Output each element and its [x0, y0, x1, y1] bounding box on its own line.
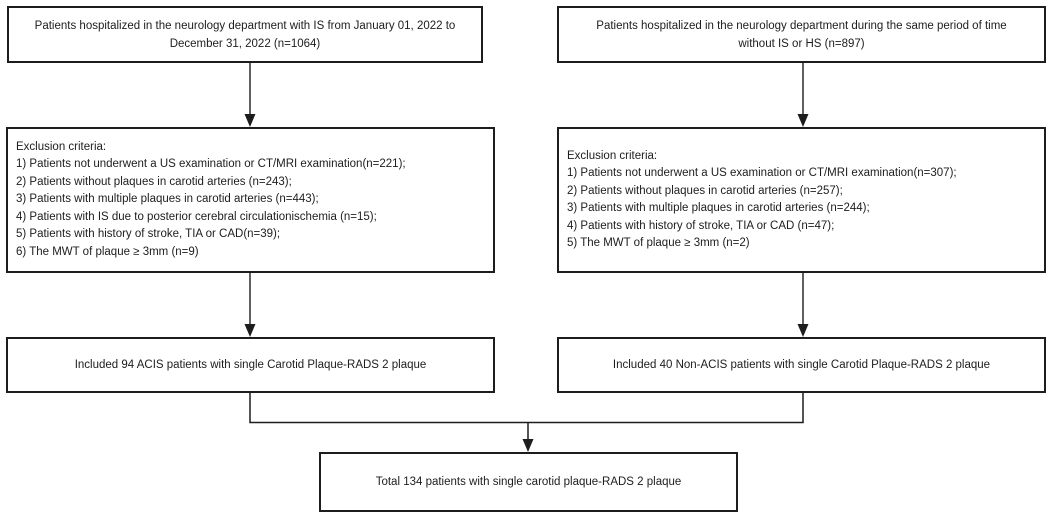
- exclusion-left-item-3: 3) Patients with multiple plaques in car…: [16, 193, 319, 206]
- arrow-mid-right: [797, 273, 809, 337]
- exclusion-left-item-1: 1) Patients not underwent a US examinati…: [16, 158, 406, 171]
- exclusion-left-item-5: 5) Patients with history of stroke, TIA …: [16, 228, 281, 241]
- exclusion-right-item-4: 4) Patients with history of stroke, TIA …: [567, 219, 835, 232]
- exclusion-left-title: Exclusion criteria:: [16, 140, 107, 153]
- exclusion-left-item-2: 2) Patients without plaques in carotid a…: [16, 175, 292, 188]
- source-non-is-text: Patients hospitalized in the neurology d…: [596, 19, 1007, 50]
- source-is-box: Patients hospitalized in the neurology d…: [7, 6, 483, 63]
- exclusion-right-item-1: 1) Patients not underwent a US examinati…: [567, 167, 957, 179]
- arrow-top-right: [797, 63, 809, 127]
- exclusion-left-item-4: 4) Patients with IS due to posterior cer…: [16, 210, 377, 223]
- included-acis-text: Included 94 ACIS patients with single Ca…: [74, 359, 427, 371]
- merge-connector: [249, 393, 804, 424]
- exclusion-left-item-6: 6) The MWT of plaque ≥ 3mm (n=9): [16, 245, 199, 258]
- arrow-mid-left: [244, 273, 256, 337]
- included-acis-box: Included 94 ACIS patients with single Ca…: [6, 337, 495, 393]
- exclusion-right-item-2: 2) Patients without plaques in carotid a…: [567, 184, 843, 197]
- exclusion-right-box: Exclusion criteria: 1) Patients not unde…: [557, 127, 1046, 273]
- exclusion-right-item-3: 3) Patients with multiple plaques in car…: [567, 202, 870, 214]
- included-non-acis-text: Included 40 Non-ACIS patients with singl…: [612, 359, 991, 371]
- included-non-acis-box: Included 40 Non-ACIS patients with singl…: [557, 337, 1046, 393]
- arrow-total: [522, 422, 534, 452]
- exclusion-right-content: Exclusion criteria: 1) Patients not unde…: [559, 148, 1044, 253]
- total-text: Total 134 patients with single carotid p…: [375, 476, 682, 488]
- arrow-top-left: [244, 63, 256, 127]
- exclusion-right-item-5: 5) The MWT of plaque ≥ 3mm (n=2): [567, 237, 750, 249]
- exclusion-right-title: Exclusion criteria:: [567, 149, 658, 162]
- source-non-is-box: Patients hospitalized in the neurology d…: [557, 6, 1046, 63]
- exclusion-left-content: Exclusion criteria: 1) Patients not unde…: [8, 139, 493, 262]
- exclusion-left-box: Exclusion criteria: 1) Patients not unde…: [6, 127, 495, 273]
- source-is-text: Patients hospitalized in the neurology d…: [34, 19, 456, 50]
- total-box: Total 134 patients with single carotid p…: [319, 452, 738, 512]
